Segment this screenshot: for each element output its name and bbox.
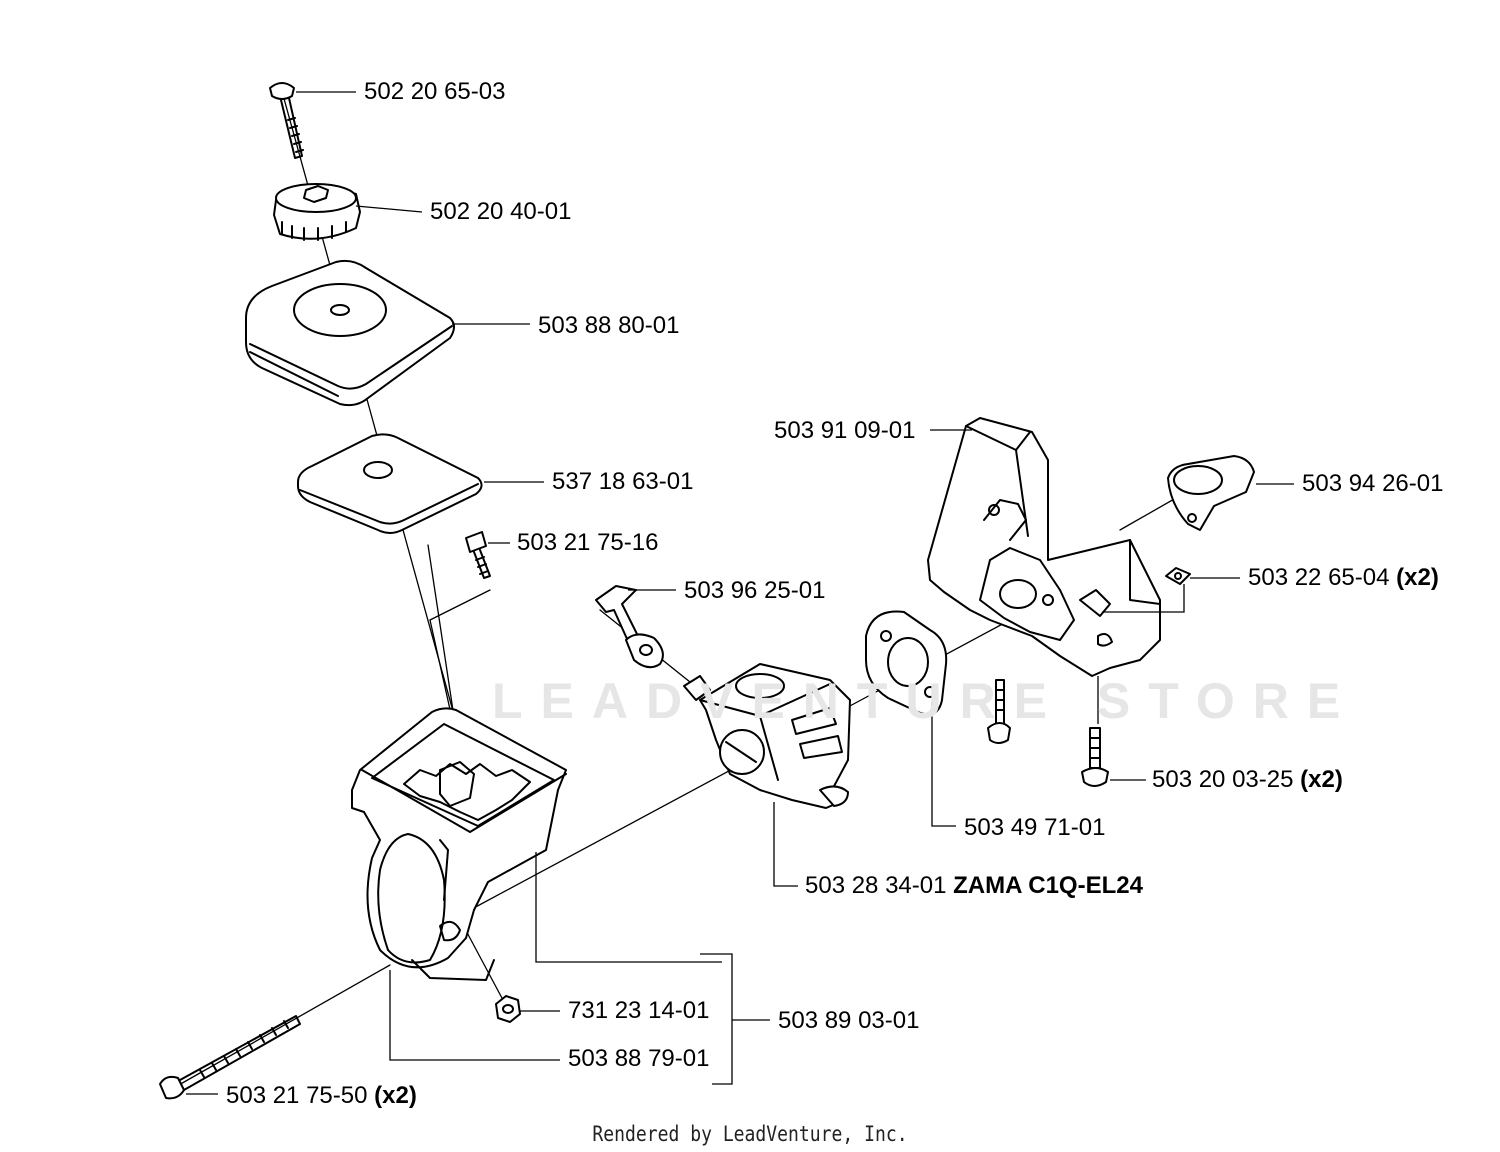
- part-number: 503 21 75-50: [226, 1082, 368, 1109]
- choke-lever-drawing: [595, 585, 664, 669]
- callout-bolt-top: 502 20 65-03: [364, 80, 505, 104]
- callout-housing-assy: 503 89 03-01: [778, 1009, 919, 1033]
- callout-nut-square: 503 22 65-04 (x2): [1248, 566, 1439, 590]
- part-number: 731 23 14-01: [568, 997, 710, 1024]
- part-number: 502 20 65-03: [364, 78, 506, 105]
- callout-carburetor: 503 28 34-01 ZAMA C1Q-EL24: [805, 874, 1143, 898]
- leader-lines: [186, 91, 1294, 1095]
- callout-knob: 502 20 40-01: [430, 200, 571, 224]
- intake-screw-drawing: [987, 679, 1109, 787]
- square-nut-drawing: [1165, 567, 1191, 585]
- part-number: 503 20 03-25: [1152, 766, 1294, 793]
- part-number: 537 18 63-01: [552, 468, 694, 495]
- part-number: 503 22 65-04: [1248, 564, 1390, 591]
- callout-screw-long: 503 21 75-50 (x2): [226, 1084, 417, 1108]
- quantity-note: (x2): [1396, 564, 1439, 591]
- callout-housing-part: 503 88 79-01: [568, 1047, 709, 1071]
- part-number: 503 88 79-01: [568, 1045, 710, 1072]
- quantity-note: (x2): [374, 1082, 417, 1109]
- small-screw-drawing: [465, 531, 491, 579]
- part-number: 503 91 09-01: [774, 417, 916, 444]
- part-number: 502 20 40-01: [430, 198, 572, 225]
- filter-drawing: [297, 433, 483, 534]
- callout-intake: 503 91 09-01: [774, 419, 915, 443]
- part-number: 503 96 25-01: [684, 577, 826, 604]
- callout-screw-intake: 503 20 03-25 (x2): [1152, 768, 1343, 792]
- part-number: 503 89 03-01: [778, 1007, 920, 1034]
- air-housing-drawing: [351, 707, 567, 981]
- long-screw-drawing: [159, 1015, 301, 1100]
- quantity-note: (x2): [1300, 766, 1343, 793]
- bolt-top-drawing: [269, 82, 304, 159]
- callout-sleeve: 503 94 26-01: [1302, 472, 1443, 496]
- sleeve-drawing: [1167, 455, 1255, 531]
- carburetor-drawing: [683, 663, 851, 809]
- callout-filter-cover: 503 88 80-01: [538, 314, 679, 338]
- model-note: ZAMA C1Q-EL24: [953, 872, 1143, 899]
- callout-screw-small: 503 21 75-16: [517, 531, 658, 555]
- watermark: LEADVENTURE STORE: [492, 673, 1359, 729]
- hex-nut-drawing: [495, 995, 521, 1023]
- filter-cover-drawing: [245, 259, 455, 407]
- footer-credit: Rendered by LeadVenture, Inc.: [592, 1122, 908, 1146]
- callout-choke-lever: 503 96 25-01: [684, 579, 825, 603]
- intake-adapter-drawing: [927, 417, 1161, 677]
- part-number: 503 49 71-01: [964, 814, 1106, 841]
- part-number: 503 21 75-16: [517, 529, 659, 556]
- knob-drawing: [273, 183, 361, 241]
- part-number: 503 28 34-01: [805, 872, 947, 899]
- callout-nut-hex: 731 23 14-01: [568, 999, 709, 1023]
- callout-gasket: 503 49 71-01: [964, 816, 1105, 840]
- part-number: 503 94 26-01: [1302, 470, 1444, 497]
- part-number: 503 88 80-01: [538, 312, 680, 339]
- gasket-drawing: [865, 610, 948, 716]
- callout-filter: 537 18 63-01: [552, 470, 693, 494]
